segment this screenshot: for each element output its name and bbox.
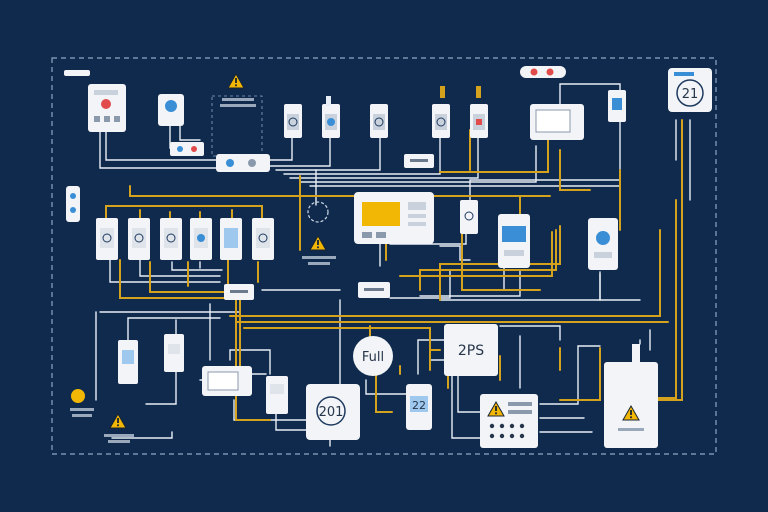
indicator bbox=[612, 98, 622, 110]
breaker-row-middle bbox=[96, 218, 274, 260]
display-unit-right bbox=[588, 218, 618, 270]
breaker-icon bbox=[190, 218, 212, 260]
monitor-device bbox=[530, 104, 584, 140]
frame-border bbox=[51, 57, 717, 455]
unit-label-22: 22 bbox=[412, 399, 426, 412]
text-line bbox=[72, 414, 92, 417]
switch-icon bbox=[358, 282, 390, 298]
breaker-icon bbox=[432, 104, 450, 138]
text-line bbox=[108, 440, 130, 443]
breaker-row-top bbox=[284, 104, 488, 138]
breaker-icon bbox=[160, 218, 182, 260]
large-cabinet bbox=[604, 362, 658, 448]
ps-box bbox=[444, 324, 498, 376]
junction-bar-top bbox=[216, 154, 270, 172]
breaker-icon bbox=[322, 104, 340, 138]
yellow-wire-bundle bbox=[105, 119, 683, 421]
monitor-device-lower bbox=[202, 366, 252, 396]
control-panel-icon bbox=[354, 192, 434, 244]
text-line bbox=[308, 262, 330, 265]
indicator bbox=[464, 211, 474, 221]
thermostat-icon bbox=[158, 94, 184, 126]
plug bbox=[326, 96, 331, 106]
display-unit-blue bbox=[498, 214, 530, 268]
warning-icon bbox=[109, 413, 127, 429]
meter-201 bbox=[306, 384, 360, 440]
ps-label: 2PS bbox=[458, 343, 484, 359]
plug bbox=[476, 86, 481, 98]
breaker-icon bbox=[96, 218, 118, 260]
side-indicator bbox=[66, 186, 80, 222]
breaker-icon bbox=[252, 218, 274, 260]
meter-label-21: 21 bbox=[682, 87, 699, 102]
warning-icon bbox=[71, 389, 85, 403]
text-line bbox=[70, 408, 94, 411]
text-line bbox=[220, 104, 256, 107]
meter-label-201: 201 bbox=[319, 405, 344, 420]
switch-icon bbox=[404, 154, 434, 168]
keypad-panel bbox=[480, 394, 538, 448]
breaker-icon bbox=[370, 104, 388, 138]
breaker-icon bbox=[460, 200, 478, 234]
cabinet-connector bbox=[632, 344, 640, 362]
breaker-icon bbox=[220, 218, 242, 260]
fuse-icon bbox=[118, 340, 138, 384]
meter-top-right bbox=[668, 68, 712, 112]
full-indicator bbox=[353, 336, 393, 376]
fuse-icon bbox=[266, 376, 288, 414]
text-line bbox=[302, 256, 336, 259]
full-label: Full bbox=[362, 350, 384, 365]
unit-22 bbox=[406, 384, 432, 430]
status-pill-top bbox=[520, 66, 566, 78]
text-line bbox=[222, 98, 254, 101]
text-line bbox=[104, 434, 134, 437]
plug bbox=[440, 86, 445, 98]
breaker-icon bbox=[128, 218, 150, 260]
top-left-tag bbox=[64, 70, 90, 76]
warning-icon bbox=[227, 73, 245, 89]
dashed-junction bbox=[307, 201, 329, 223]
warning-icon bbox=[309, 235, 327, 251]
switch-icon bbox=[224, 284, 254, 300]
breaker-icon bbox=[470, 104, 488, 138]
connector-block-small bbox=[170, 142, 204, 156]
main-panel-device bbox=[88, 84, 126, 132]
breaker-icon bbox=[284, 104, 302, 138]
fuse-icon bbox=[164, 334, 184, 372]
